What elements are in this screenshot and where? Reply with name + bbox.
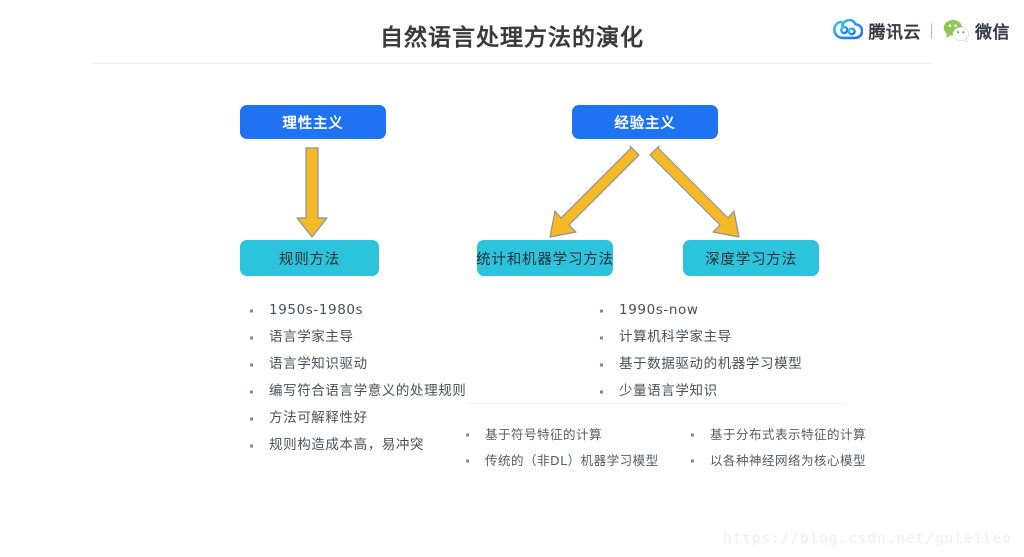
list-item: 编写符合语言学意义的处理规则 [246,378,466,405]
list-empirical: 1990s-now 计算机科学家主导 基于数据驱动的机器学习模型 少量语言学知识 [596,297,802,405]
page-title: 自然语言处理方法的演化 [380,25,644,51]
watermark: https://blog.csdn.net/guleileo [723,531,1012,547]
node-deep-learning[interactable]: 深度学习方法 [683,240,819,276]
list-item: 少量语言学知识 [596,378,802,405]
list-item: 1990s-now [596,297,802,324]
arrow-rationalism-to-rule-method [296,147,328,238]
node-empiricism[interactable]: 经验主义 [572,105,718,139]
list-deep-learning: 基于分布式表示特征的计算 以各种神经网络为核心模型 [687,422,866,474]
list-item: 基于数据驱动的机器学习模型 [596,351,802,378]
tencent-cloud-icon [833,19,864,41]
brand-label-tencent-cloud: 腾讯云 [868,22,921,43]
list-divider [468,403,846,404]
list-item: 基于分布式表示特征的计算 [687,422,866,448]
list-item: 计算机科学家主导 [596,324,802,351]
list-statistical-ml: 基于符号特征的计算 传统的（非DL）机器学习模型 [462,422,659,474]
brand-bar: 腾讯云 | 微信 [833,15,1010,45]
list-item: 语言学家主导 [246,324,466,351]
list-item: 规则构造成本高，易冲突 [246,432,466,459]
arrow-empiricism-to-deep-learning [649,145,740,238]
brand-label-wechat: 微信 [975,22,1010,43]
brand-wechat: 微信 [942,18,1010,43]
header-divider [92,63,932,64]
list-rule-method: 1950s-1980s 语言学家主导 语言学知识驱动 编写符合语言学意义的处理规… [246,297,466,459]
wechat-icon [942,19,970,42]
node-rationalism[interactable]: 理性主义 [240,105,386,139]
brand-tencent-cloud: 腾讯云 [833,18,921,43]
node-rule-method[interactable]: 规则方法 [240,240,379,276]
list-item: 语言学知识驱动 [246,351,466,378]
list-item: 方法可解释性好 [246,405,466,432]
list-item: 基于符号特征的计算 [462,422,659,448]
list-item: 传统的（非DL）机器学习模型 [462,448,659,474]
node-statistical-ml[interactable]: 统计和机器学习方法 [476,240,613,276]
brand-separator: | [928,21,934,39]
arrow-empiricism-to-statistical-ml [549,145,640,238]
list-item: 以各种神经网络为核心模型 [687,448,866,474]
list-item: 1950s-1980s [246,297,466,324]
slide-header: 自然语言处理方法的演化 [0,0,1024,64]
